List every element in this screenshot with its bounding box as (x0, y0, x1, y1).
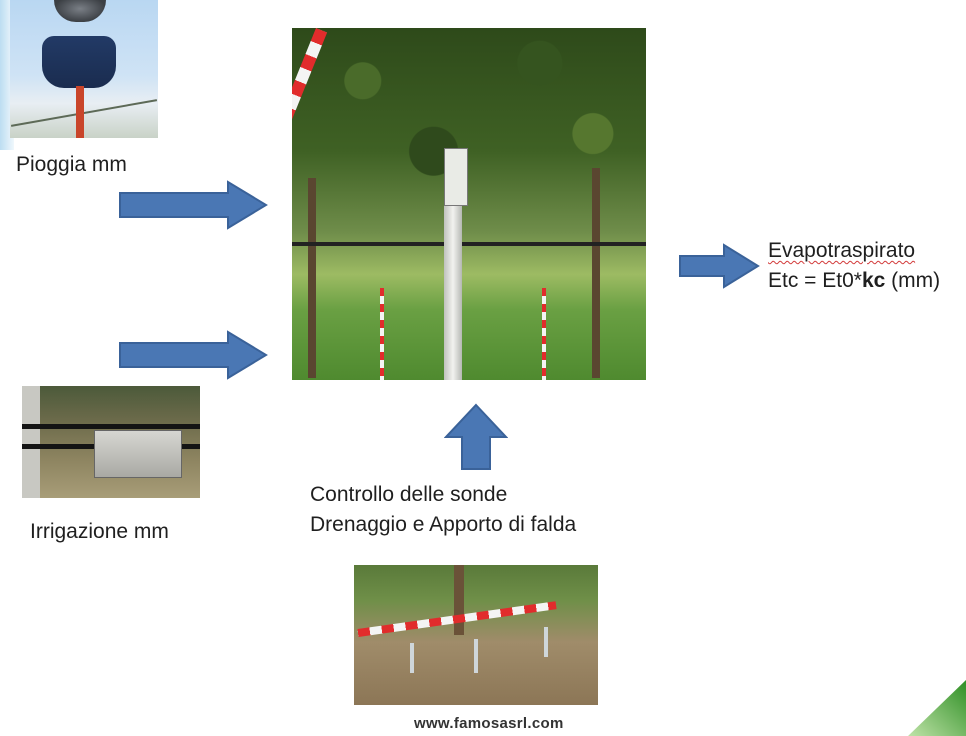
etc-kc: kc (861, 269, 886, 292)
flow-meter (94, 430, 182, 478)
rain-arrow-icon (119, 180, 268, 230)
irrigation-arrow-icon (119, 330, 268, 380)
irrigation-label: Irrigazione mm (30, 520, 169, 543)
rain-label: Pioggia mm (16, 153, 127, 176)
gauge-top (54, 0, 106, 22)
tree-trunk (592, 168, 600, 378)
etc-prefix: Etc = Et0* (768, 269, 862, 292)
website-url: www.famosasrl.com (414, 715, 564, 732)
evap-title: Evapotraspirato (768, 239, 916, 262)
sensor-box (444, 148, 468, 206)
irrigation-photo (22, 386, 200, 498)
evap-arrow-icon (679, 243, 760, 289)
wire (10, 99, 158, 127)
tree-trunk (454, 565, 464, 635)
trellis-wire (292, 242, 646, 246)
marker-stake (542, 288, 546, 380)
controls-label: Controllo delle sonde Drenaggio e Apport… (310, 480, 576, 540)
marker-stake (380, 288, 384, 380)
sensor-post (444, 148, 462, 380)
drip-pipe (22, 424, 200, 429)
tree-trunk (308, 178, 316, 378)
post (22, 386, 40, 498)
gauge-pole (76, 86, 84, 138)
controls-line1: Controllo delle sonde (310, 483, 508, 506)
soil-probe (544, 627, 548, 657)
rain-gauge-photo (10, 0, 158, 138)
orchard-photo (292, 28, 646, 380)
soil-probes-photo (354, 565, 598, 705)
evapotranspiration-label: Evapotraspirato Etc = Et0*kc (mm) (768, 236, 940, 296)
controls-line2: Drenaggio e Apporto di falda (310, 513, 577, 536)
soil-probe (410, 643, 414, 673)
rain-gauge (42, 36, 116, 88)
soil-probe (474, 639, 478, 673)
controls-arrow-icon (444, 403, 508, 470)
etc-formula: Etc = Et0*kc (mm) (768, 266, 940, 296)
etc-suffix: (mm) (885, 269, 941, 292)
corner-accent (908, 680, 966, 736)
